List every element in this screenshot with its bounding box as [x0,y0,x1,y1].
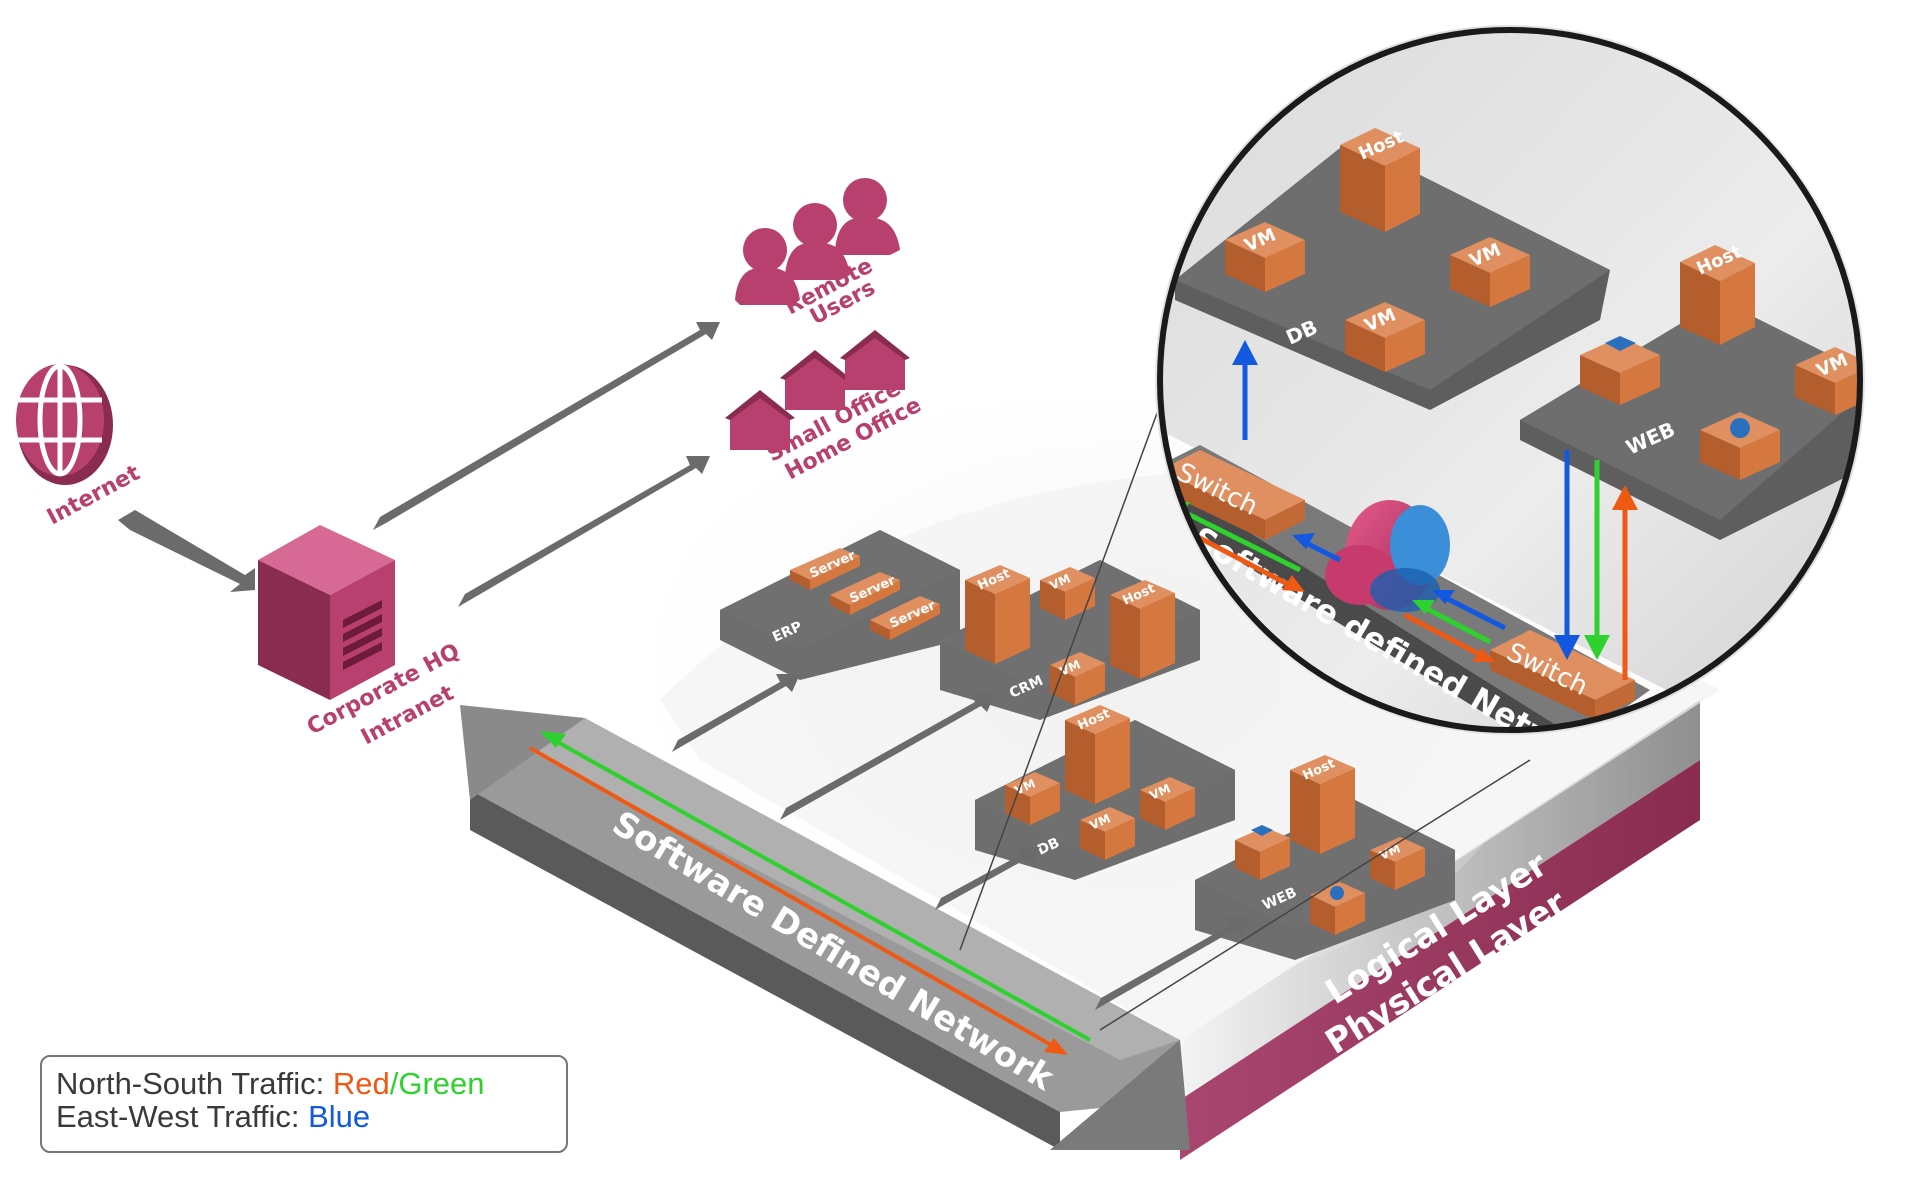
globe-icon [16,363,113,485]
host-box: Host [1290,755,1355,854]
host-box: Host [965,565,1030,664]
houses-icon [725,330,910,450]
vm-box: VM [1140,777,1195,830]
vm-box: VM [1080,807,1135,860]
vm-box: VM [1345,302,1425,372]
legend-ns-red: Red [332,1066,390,1101]
vm-box: VM [1795,347,1860,415]
container-box [1580,336,1660,405]
vm-box: VM [1370,837,1425,890]
legend-ew-label: East-West Traffic: [56,1099,309,1134]
traffic-legend: North-South Traffic: Red/Green East-West… [40,1055,568,1153]
kubernetes-icon [1330,886,1344,900]
zoom-circle: Software defined Network Host VM VM [1155,25,1865,735]
cube-icon [1605,336,1636,351]
legend-ns-green: Green [398,1066,485,1101]
db-group: Host VM VM VM DB [975,705,1235,880]
kubernetes-icon [1730,418,1750,438]
connection-arrows [118,322,1250,1010]
crm-group: Host VM Host VM CRM [940,560,1200,720]
vm-box: VM [1040,567,1095,620]
legend-ns-slash: / [389,1066,399,1101]
vm-box: VM [1450,237,1530,307]
legend-ew-blue: Blue [308,1099,371,1134]
legend-ns-label: North-South Traffic: [56,1066,333,1101]
legend-north-south: North-South Traffic: Red/Green [56,1067,550,1100]
server-tower-icon [258,525,395,700]
traffic-arrows-zoom [1165,340,1638,680]
legend-east-west: East-West Traffic: Blue [56,1100,550,1133]
host-box: Host [1340,126,1420,232]
host-box: Host [1110,580,1175,679]
cube-icon [1251,825,1273,836]
container-box [1235,825,1290,880]
zoom-cone [959,404,1531,1031]
vm-box: VM [1050,652,1105,705]
kubernetes-box [1310,882,1365,935]
vm-box: VM [1225,222,1305,292]
kubernetes-box [1700,412,1780,480]
cloud-icon [1325,500,1450,612]
web-group: Host VM WEB [1195,755,1455,960]
users-icon [735,178,900,305]
host-box: Host [1065,705,1130,804]
